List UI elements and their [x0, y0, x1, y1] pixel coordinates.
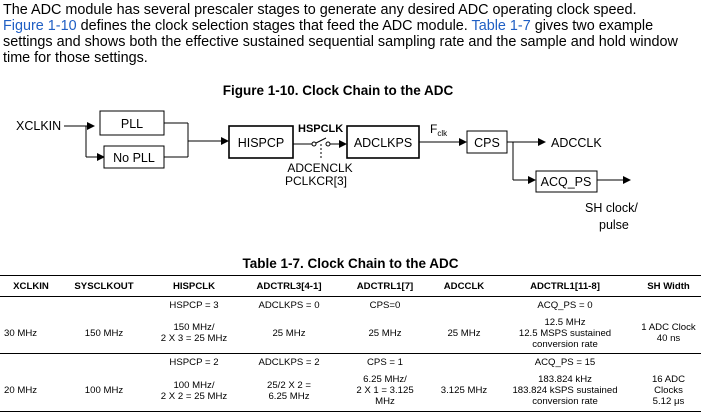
table-cell: ACQ_PS = 15	[494, 353, 636, 370]
table-row: HSPCP = 3 ADCLKPS = 0 CPS=0 ACQ_PS = 0	[0, 297, 701, 314]
table-row: HSPCP = 2 ADCLKPS = 2 CPS = 1 ACQ_PS = 1…	[0, 353, 701, 370]
table-cell: 100 MHz	[62, 370, 146, 412]
table-1-7-link[interactable]: Table 1-7	[471, 18, 531, 34]
intro-text-3: gives two example settings and shows bot…	[3, 18, 678, 66]
table-title: Table 1-7. Clock Chain to the ADC	[242, 256, 459, 271]
xclkin-label: XCLKIN	[16, 119, 61, 133]
hspclk-label: HSPCLK	[298, 123, 343, 135]
table-cell: 183.824 kHz 183.824 kSPS sustained conve…	[494, 370, 636, 412]
table-cell: CPS=0	[369, 299, 401, 311]
figure-title: Figure 1-10. Clock Chain to the ADC	[223, 84, 454, 98]
table-cell: 12.5 MHz 12.5 MSPS sustained conversion …	[518, 316, 612, 350]
table-cell: 1 ADC Clock 40 ns	[641, 322, 696, 344]
intro-text-2: defines the clock selection stages that …	[76, 18, 472, 34]
table-cell: HSPCP = 2	[146, 353, 242, 370]
table-row: 30 MHz 150 MHz 150 MHz/ 2 X 3 = 25 MHz 2…	[0, 313, 701, 354]
table-cell: 30 MHz	[4, 327, 38, 339]
table-cell: 150 MHz	[84, 327, 124, 339]
hispcp-box	[228, 125, 294, 159]
col-header: SYSCLKOUT	[62, 275, 146, 297]
pll-box	[99, 110, 165, 136]
clock-chain-diagram: Figure 1-10. Clock Chain to the ADC XCLK…	[16, 84, 638, 232]
table-cell: 25 MHz	[272, 327, 306, 339]
acq-ps-box	[535, 170, 598, 193]
table-cell: 25 MHz	[447, 327, 481, 339]
adclkps-box	[346, 125, 420, 159]
table-cell: 25/2 X 2 = 6.25 MHz	[242, 370, 336, 412]
col-header: ADCTRL3[4-1]	[242, 275, 336, 297]
table-cell: 150 MHz/ 2 X 3 = 25 MHz	[160, 322, 228, 344]
figure-1-10-link[interactable]: Figure 1-10	[3, 18, 77, 34]
table-cell: CPS = 1	[336, 353, 434, 370]
table-cell: 25 MHz	[368, 327, 402, 339]
col-header: ADCTRL1[7]	[336, 275, 434, 297]
col-header: ADCTRL1[11-8]	[494, 275, 636, 297]
table-cell: 100 MHz/ 2 X 2 = 25 MHz	[146, 370, 242, 412]
table-cell: 20 MHz	[0, 370, 62, 412]
adclkps-label: ADCLKPS	[354, 136, 412, 150]
table-cell: ADCLKPS = 0	[258, 299, 320, 311]
clock-chain-table: XCLKIN SYSCLKOUT HISPCLK ADCTRL3[4-1] AD…	[0, 275, 701, 412]
pclkcr-label: PCLKCR[3]	[285, 174, 347, 188]
intro-paragraph: The ADC module has several prescaler sta…	[3, 2, 701, 66]
nopll-label: No PLL	[113, 151, 155, 165]
cps-label: CPS	[474, 136, 500, 150]
adcenclk-label: ADCENCLK	[287, 161, 352, 175]
table-cell: 6.25 MHz/ 2 X 1 = 3.125 MHz	[336, 370, 434, 412]
col-header: XCLKIN	[0, 275, 62, 297]
table-cell: ADCLKPS = 2	[242, 353, 336, 370]
sh-clock-label: SH clock/	[585, 201, 638, 215]
hispcp-label: HISPCP	[238, 136, 285, 150]
table-row: 20 MHz 100 MHz 100 MHz/ 2 X 2 = 25 MHz 2…	[0, 370, 701, 412]
col-header: SH Width	[636, 275, 701, 297]
table-cell: ACQ_PS = 0	[537, 299, 593, 311]
intro-text-1: The ADC module has several prescaler sta…	[3, 2, 637, 18]
col-header: HISPCLK	[146, 275, 242, 297]
table-cell: 16 ADC Clocks 5.12 μs	[636, 370, 701, 412]
table-header-row: XCLKIN SYSCLKOUT HISPCLK ADCTRL3[4-1] AD…	[0, 275, 701, 297]
col-header: ADCCLK	[434, 275, 494, 297]
table-cell: HSPCP = 3	[169, 299, 219, 311]
pll-label: PLL	[121, 117, 143, 131]
table-cell: 3.125 MHz	[434, 370, 494, 412]
acq-ps-label: ACQ_PS	[541, 175, 592, 189]
fclk-label: Fclk	[430, 122, 448, 138]
adcclk-label: ADCCLK	[551, 136, 602, 150]
pulse-label: pulse	[599, 218, 629, 232]
